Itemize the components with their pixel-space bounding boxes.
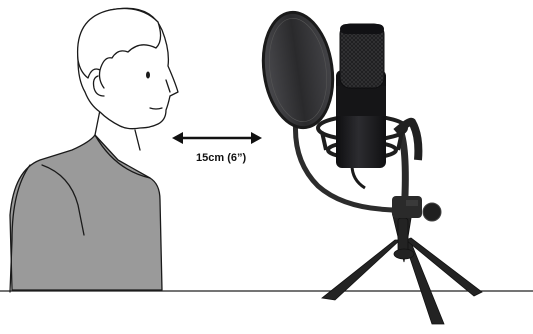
double-headed-arrow-icon bbox=[172, 132, 262, 144]
mic-cable bbox=[352, 165, 365, 188]
mic-body-band bbox=[336, 86, 386, 116]
microphone-icon bbox=[256, 8, 482, 324]
clamp-knob bbox=[392, 196, 441, 221]
pop-filter bbox=[256, 8, 339, 132]
tripod-stand bbox=[322, 212, 482, 324]
distance-label: 15cm (6”) bbox=[196, 152, 246, 164]
person-shirt bbox=[10, 135, 162, 290]
person-eye bbox=[146, 72, 150, 79]
person-illustration bbox=[10, 8, 178, 292]
